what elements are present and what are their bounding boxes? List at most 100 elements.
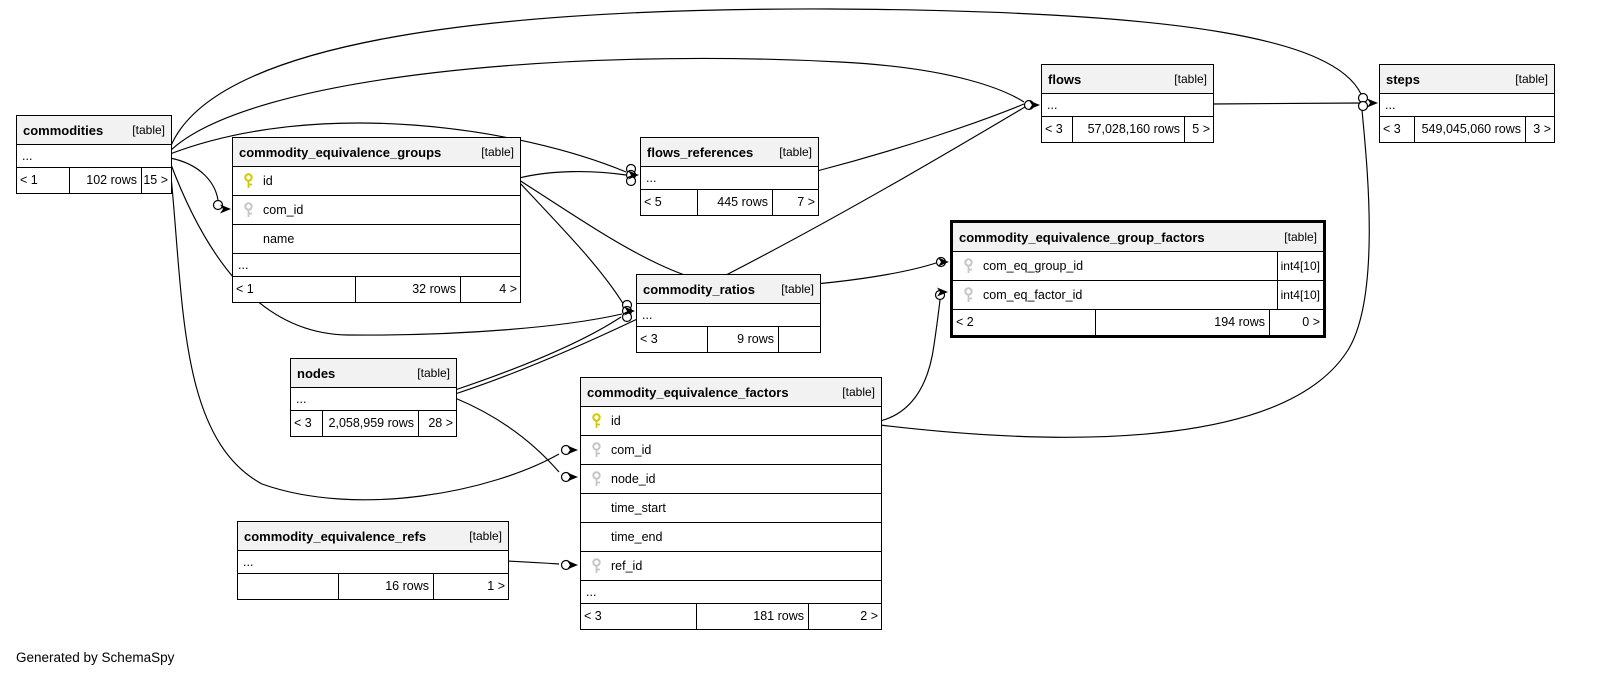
column-row: com_id xyxy=(233,195,520,224)
table-header[interactable]: commodity_equivalence_group_factors [tab… xyxy=(953,223,1323,251)
column-row: id xyxy=(581,406,881,435)
table-name[interactable]: flows_references xyxy=(647,144,754,160)
row-count: 445 rows xyxy=(697,190,772,215)
column-name: com_id xyxy=(611,442,652,457)
column-name: time_start xyxy=(611,500,666,515)
children-count: 0 > xyxy=(1269,310,1323,335)
table-footer: < 3 181 rows 2 > xyxy=(581,603,881,629)
table-header[interactable]: flows_references [table] xyxy=(641,138,818,166)
key-icon-foreign xyxy=(233,202,263,218)
table-header[interactable]: commodity_ratios [table] xyxy=(637,275,820,303)
parents-count: < 3 xyxy=(1045,122,1063,137)
columns-ellipsis: ... xyxy=(637,303,820,326)
table-header[interactable]: commodity_equivalence_groups [table] xyxy=(233,138,520,166)
table-footer: < 3 549,045,060 rows 3 > xyxy=(1380,116,1554,142)
children-count: 2 > xyxy=(808,604,881,629)
parents-count: < 3 xyxy=(640,332,658,347)
table-name[interactable]: flows xyxy=(1048,71,1082,87)
key-icon-foreign xyxy=(581,471,611,487)
columns-ellipsis: ... xyxy=(238,550,508,573)
children-count: 5 > xyxy=(1184,117,1213,142)
parents-count: < 3 xyxy=(1383,122,1401,137)
row-count: 9 rows xyxy=(707,327,778,352)
table-commodity-ratios[interactable]: commodity_ratios [table] ... < 3 9 rows xyxy=(636,274,821,353)
children-count xyxy=(778,327,820,352)
column-name: node_id xyxy=(611,471,656,486)
table-commodity-equivalence-factors[interactable]: commodity_equivalence_factors [table] id… xyxy=(580,377,882,630)
columns-ellipsis: ... xyxy=(1380,93,1554,116)
table-header[interactable]: commodity_equivalence_refs [table] xyxy=(238,522,508,550)
table-flows[interactable]: flows [table] ... < 3 57,028,160 rows 5 … xyxy=(1041,64,1214,143)
column-row: id xyxy=(233,166,520,195)
table-commodities[interactable]: commodities [table] ... < 1 102 rows 15 … xyxy=(16,115,172,194)
columns-ellipsis: ... xyxy=(1042,93,1213,116)
table-tag: [table] xyxy=(1174,72,1207,86)
row-count: 194 rows xyxy=(1095,310,1269,335)
column-type: int4[10] xyxy=(1276,281,1323,309)
table-footer: < 5 445 rows 7 > xyxy=(641,189,818,215)
column-type: int4[10] xyxy=(1276,252,1323,280)
children-count: 4 > xyxy=(460,277,520,302)
table-footer: < 2 194 rows 0 > xyxy=(953,309,1323,335)
table-header[interactable]: nodes [table] xyxy=(291,359,456,387)
column-row: ref_id xyxy=(581,551,881,580)
key-icon-foreign xyxy=(953,287,983,303)
table-name[interactable]: commodity_equivalence_groups xyxy=(239,144,442,160)
table-commodity-equivalence-groups[interactable]: commodity_equivalence_groups [table] id … xyxy=(232,137,521,303)
key-icon-primary xyxy=(233,173,263,189)
columns-ellipsis: ... xyxy=(291,387,456,410)
columns-ellipsis: ... xyxy=(17,144,171,167)
columns-ellipsis: ... xyxy=(233,253,520,276)
table-name[interactable]: nodes xyxy=(297,365,336,381)
table-commodity-equivalence-refs[interactable]: commodity_equivalence_refs [table] ... 1… xyxy=(237,521,509,600)
table-header[interactable]: commodities [table] xyxy=(17,116,171,144)
table-tag: [table] xyxy=(1284,230,1317,244)
row-count: 2,058,959 rows xyxy=(322,411,418,436)
column-name: com_eq_factor_id xyxy=(983,287,1083,302)
table-name[interactable]: steps xyxy=(1386,71,1420,87)
table-nodes[interactable]: nodes [table] ... < 3 2,058,959 rows 28 … xyxy=(290,358,457,437)
children-count: 28 > xyxy=(418,411,456,436)
parents-count: < 1 xyxy=(20,173,38,188)
table-footer: < 1 32 rows 4 > xyxy=(233,276,520,302)
table-tag: [table] xyxy=(1515,72,1548,86)
key-icon-foreign xyxy=(581,558,611,574)
column-name: id xyxy=(263,173,273,188)
table-steps[interactable]: steps [table] ... < 3 549,045,060 rows 3… xyxy=(1379,64,1555,143)
table-footer: 16 rows 1 > xyxy=(238,573,508,599)
table-name[interactable]: commodity_equivalence_refs xyxy=(244,528,427,544)
column-row: com_eq_factor_id int4[10] xyxy=(953,280,1323,309)
table-header[interactable]: commodity_equivalence_factors [table] xyxy=(581,378,881,406)
column-row: time_end xyxy=(581,522,881,551)
table-name[interactable]: commodity_ratios xyxy=(643,281,755,297)
column-name: time_end xyxy=(611,529,663,544)
columns-ellipsis: ... xyxy=(581,580,881,603)
table-name[interactable]: commodity_equivalence_group_factors xyxy=(959,229,1205,245)
table-header[interactable]: flows [table] xyxy=(1042,65,1213,93)
table-commodity-equivalence-group-factors[interactable]: commodity_equivalence_group_factors [tab… xyxy=(950,220,1326,338)
column-name: com_id xyxy=(263,202,304,217)
parents-count: < 3 xyxy=(294,416,312,431)
table-footer: < 3 57,028,160 rows 5 > xyxy=(1042,116,1213,142)
table-header[interactable]: steps [table] xyxy=(1380,65,1554,93)
row-count: 181 rows xyxy=(696,604,808,629)
table-name[interactable]: commodities xyxy=(23,122,104,138)
key-icon-foreign xyxy=(581,442,611,458)
row-count: 102 rows xyxy=(69,168,141,193)
key-icon-foreign xyxy=(953,258,983,274)
row-count: 32 rows xyxy=(355,277,460,302)
children-count: 7 > xyxy=(772,190,818,215)
generator-credit: Generated by SchemaSpy xyxy=(16,650,175,665)
parents-count: < 2 xyxy=(956,315,974,330)
row-count: 57,028,160 rows xyxy=(1072,117,1184,142)
table-flows-references[interactable]: flows_references [table] ... < 5 445 row… xyxy=(640,137,819,216)
row-count: 549,045,060 rows xyxy=(1414,117,1525,142)
table-name[interactable]: commodity_equivalence_factors xyxy=(587,384,789,400)
column-row: com_id xyxy=(581,435,881,464)
children-count: 15 > xyxy=(141,168,171,193)
parents-count: < 1 xyxy=(236,282,254,297)
column-row: com_eq_group_id int4[10] xyxy=(953,251,1323,280)
column-name: ref_id xyxy=(611,558,643,573)
